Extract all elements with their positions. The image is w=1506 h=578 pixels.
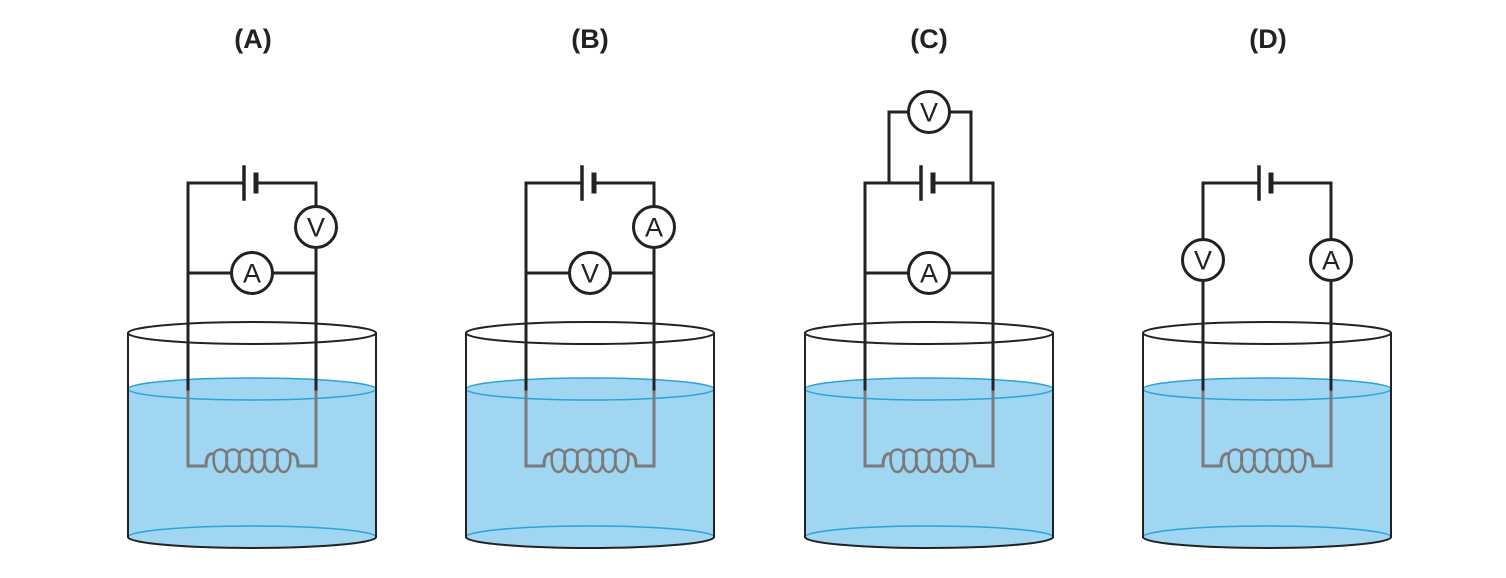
coil-turns-a	[212, 448, 292, 474]
panel-b: AV	[465, 165, 715, 549]
coil-lead-right-d	[1304, 389, 1333, 468]
top-loop-right-c	[949, 110, 973, 183]
coil-turns-d	[1227, 448, 1307, 474]
beaker-rim-c	[804, 321, 1054, 345]
right-meter-b: A	[632, 205, 676, 249]
coil-lead-right-c	[966, 389, 995, 468]
battery-c	[919, 165, 936, 201]
coil-lead-left-d	[1201, 389, 1230, 468]
heating-coil-b	[524, 389, 656, 474]
water-bottom-line-c	[804, 525, 1054, 538]
heating-coil-a	[186, 389, 318, 474]
beaker-a	[127, 321, 377, 549]
top-meter-c-letter: V	[920, 98, 938, 128]
coil-lead-right-a	[289, 389, 318, 468]
beaker-rim-d	[1142, 321, 1392, 345]
right-meter-d-letter: A	[1322, 246, 1340, 276]
beaker-base-d	[1142, 536, 1392, 549]
top-meter-c-circle	[907, 90, 951, 134]
right-meter-d: A	[1309, 238, 1353, 282]
right-meter-a-letter: V	[307, 213, 325, 243]
beaker-rim-a	[127, 321, 377, 345]
water-bottom-line-a	[127, 525, 377, 538]
left-meter-d: V	[1181, 238, 1225, 282]
panel-label-a: (A)	[234, 24, 272, 54]
right-meter-a: V	[294, 205, 338, 249]
panel-label-c: (C)	[910, 24, 948, 54]
coil-turns-c	[889, 448, 969, 474]
panel-c: AV	[804, 90, 1054, 549]
circuit-c: AV	[863, 90, 995, 391]
beaker-base-b	[465, 536, 715, 549]
bridge-meter-c-letter: A	[920, 259, 938, 289]
panel-a: VA	[127, 165, 377, 549]
bridge-meter-a-circle	[230, 251, 274, 295]
bridge-meter-a-letter: A	[243, 259, 261, 289]
water-bottom-line-b	[465, 525, 715, 538]
bridge-meter-b-letter: V	[581, 259, 599, 289]
right-meter-b-circle	[632, 205, 676, 249]
coil-lead-left-c	[863, 389, 892, 468]
panel-label-d: (D)	[1249, 24, 1287, 54]
circuit-b: AV	[524, 165, 676, 391]
left-meter-d-circle	[1181, 238, 1225, 282]
beaker-base-a	[127, 536, 377, 549]
coil-lead-right-b	[627, 389, 656, 468]
beaker-base-c	[804, 536, 1054, 549]
right-meter-d-circle	[1309, 238, 1353, 282]
bridge-meter-a: A	[230, 251, 274, 295]
top-loop-left-c	[887, 110, 909, 183]
coil-turns-b	[550, 448, 630, 474]
water-bottom-line-d	[1142, 525, 1392, 538]
panel-label-b: (B)	[571, 24, 609, 54]
top-meter-c: V	[907, 90, 951, 134]
bridge-meter-c: A	[907, 251, 951, 295]
bridge-meter-c-circle	[907, 251, 951, 295]
circuit-a: VA	[186, 165, 338, 391]
coil-lead-left-b	[524, 389, 553, 468]
bridge-meter-b-circle	[568, 251, 612, 295]
beaker-d	[1142, 321, 1392, 549]
battery-d	[1257, 165, 1274, 201]
coil-lead-left-a	[186, 389, 215, 468]
heating-coil-d	[1201, 389, 1333, 474]
bridge-meter-b: V	[568, 251, 612, 295]
beaker-rim-b	[465, 321, 715, 345]
right-meter-b-letter: A	[645, 213, 663, 243]
right-meter-a-circle	[294, 205, 338, 249]
beaker-c	[804, 321, 1054, 549]
battery-a	[242, 165, 259, 201]
battery-b	[580, 165, 597, 201]
heating-coil-c	[863, 389, 995, 474]
left-meter-d-letter: V	[1194, 246, 1212, 276]
beaker-b	[465, 321, 715, 549]
